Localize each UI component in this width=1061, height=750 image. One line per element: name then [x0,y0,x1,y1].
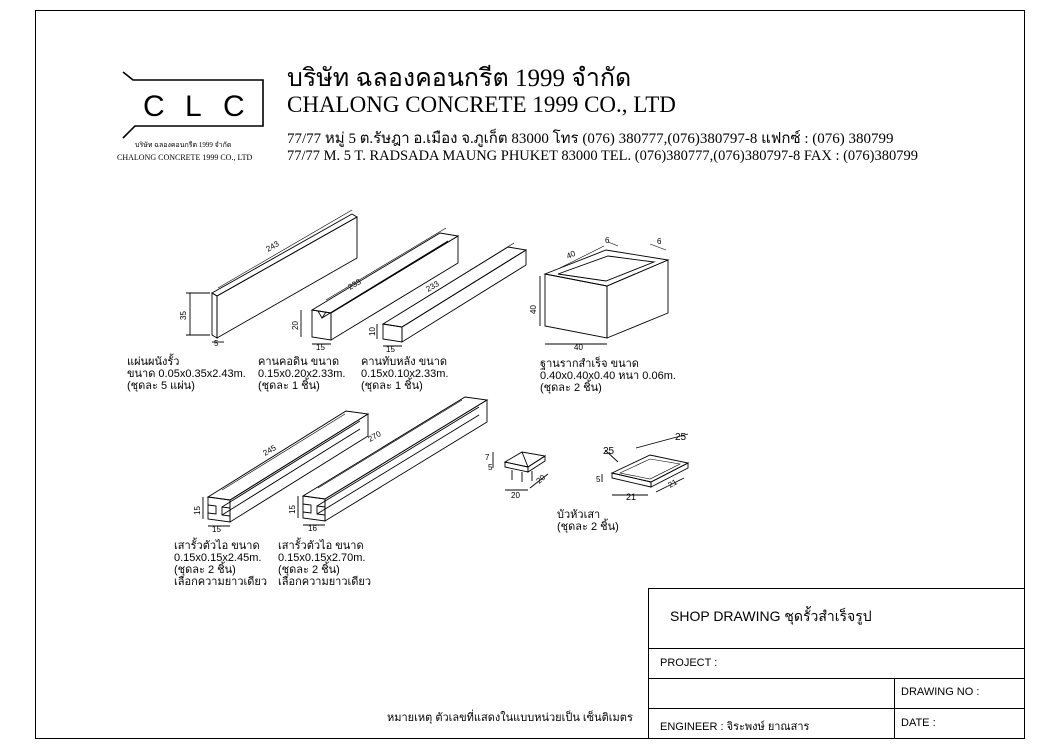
company-address-en: 77/77 M. 5 T. RADSADA MAUNG PHUKET 83000… [287,148,919,164]
post-cap-flat-dim-2: 25 [675,432,687,443]
footing-dim-width: 40 [565,249,577,261]
i-post-270-dim-length: 270 [367,429,384,444]
i-post-270-drawing: 270 15 16 [288,396,489,533]
top-beam-dim-width: 15 [386,345,395,354]
drawing-title: SHOP DRAWING ชุดรั้วสำเร็จรูป [670,608,872,624]
i-post-270-dim-height: 15 [288,505,297,514]
footing-dim-depth: 40 [574,343,583,352]
i-post-270-dim-width: 16 [308,524,317,533]
ground-beam-dim-height: 20 [291,321,300,330]
i-post-245-dim-width: 15 [212,525,221,534]
company-name-en: CHALONG CONCRETE 1999 CO., LTD [287,92,676,117]
post-cap-small-dim-height-2: 5 [488,463,493,472]
ground-beam-caption: คานคอดิน ขนาด 0.15x0.20x2.33m. (ชุดละ 1 … [258,356,346,392]
wall-panel-dim-thickness: 5 [214,339,219,348]
top-beam-caption: คานทับหลัง ขนาด 0.15x0.10x2.33m. (ชุดละ … [361,356,449,392]
post-cap-small-drawing: 7 5 20 20 [485,451,549,500]
company-name-th: บริษัท ฉลองคอนกรีต 1999 จำกัด [287,65,632,92]
post-cap-flat-dim-1: 25 [603,446,615,457]
logo-caption-en: CHALONG CONCRETE 1999 CO., LTD [117,153,253,162]
units-note: หมายเหตุ ตัวเลขที่แสดงในแบบหน่วยเป็น เซ็… [387,712,633,724]
wall-panel-drawing: 243 35 5 [179,209,358,348]
post-cap-flat-dim-depth: 21 [667,477,680,490]
i-post-245-dim-height: 15 [193,506,202,515]
logo-letter-1: C [143,90,167,123]
top-beam-dim-length: 233 [425,279,442,294]
ground-beam-drawing: 233 20 15 [291,227,460,352]
i-post-245-drawing: 245 15 15 [193,410,370,534]
wall-panel-caption: แผ่นผนังรั้ว ขนาด 0.05x0.35x2.43m. (ชุดล… [127,356,246,392]
post-cap-small-dim-width: 20 [511,491,520,500]
project-label: PROJECT : [660,657,718,669]
logo-letter-3: C [223,90,245,123]
logo-letter-2: L [185,90,202,123]
footing-dim-wall-1: 6 [605,236,610,245]
logo-caption-th: บริษัท ฉลองคอนกรีต 1999 จำกัด [135,141,232,149]
i-post-245-caption: เสารั้วตัวไอ ขนาด 0.15x0.15x2.45m. (ชุดล… [174,540,268,588]
post-cap-small-dim-depth: 20 [535,473,548,486]
drawing-no-label: DRAWING NO : [901,686,980,698]
top-beam-drawing: 233 10 15 [368,242,528,354]
top-beam-dim-height: 10 [368,327,377,336]
wall-panel-dim-height: 35 [179,311,188,320]
post-cap-flat-dim-width: 21 [626,492,636,502]
engineer-label: ENGINEER : จิระพงษ์ ยาณสาร [660,721,810,733]
footing-caption: ฐานรากสำเร็จ ขนาด 0.40x0.40x0.40 หนา 0.0… [540,358,676,394]
post-cap-caption: บัวหัวเสา (ชุดละ 2 ชิ้น) [557,509,619,533]
post-cap-flat-drawing: 25 25 5 21 21 [596,432,690,502]
i-post-245-dim-length: 245 [262,443,279,458]
post-cap-flat-dim-height: 5 [596,475,601,484]
ground-beam-dim-width: 15 [316,343,325,352]
date-label: DATE : [901,717,936,729]
i-post-270-caption: เสารั้วตัวไอ ขนาด 0.15x0.15x2.70m. (ชุดล… [278,540,372,588]
post-cap-small-dim-height-1: 7 [485,453,490,462]
company-address-th: 77/77 หมู่ 5 ต.รัษฎา อ.เมือง จ.ภูเก็ต 83… [287,131,894,147]
footing-dim-wall-2: 6 [657,237,662,246]
clc-logo: C L C [122,71,264,139]
drawing-frame [35,10,1025,739]
footing-dim-height: 40 [529,305,538,314]
footing-drawing: 40 6 6 40 40 [529,236,670,352]
wall-panel-dim-length: 243 [265,239,282,254]
